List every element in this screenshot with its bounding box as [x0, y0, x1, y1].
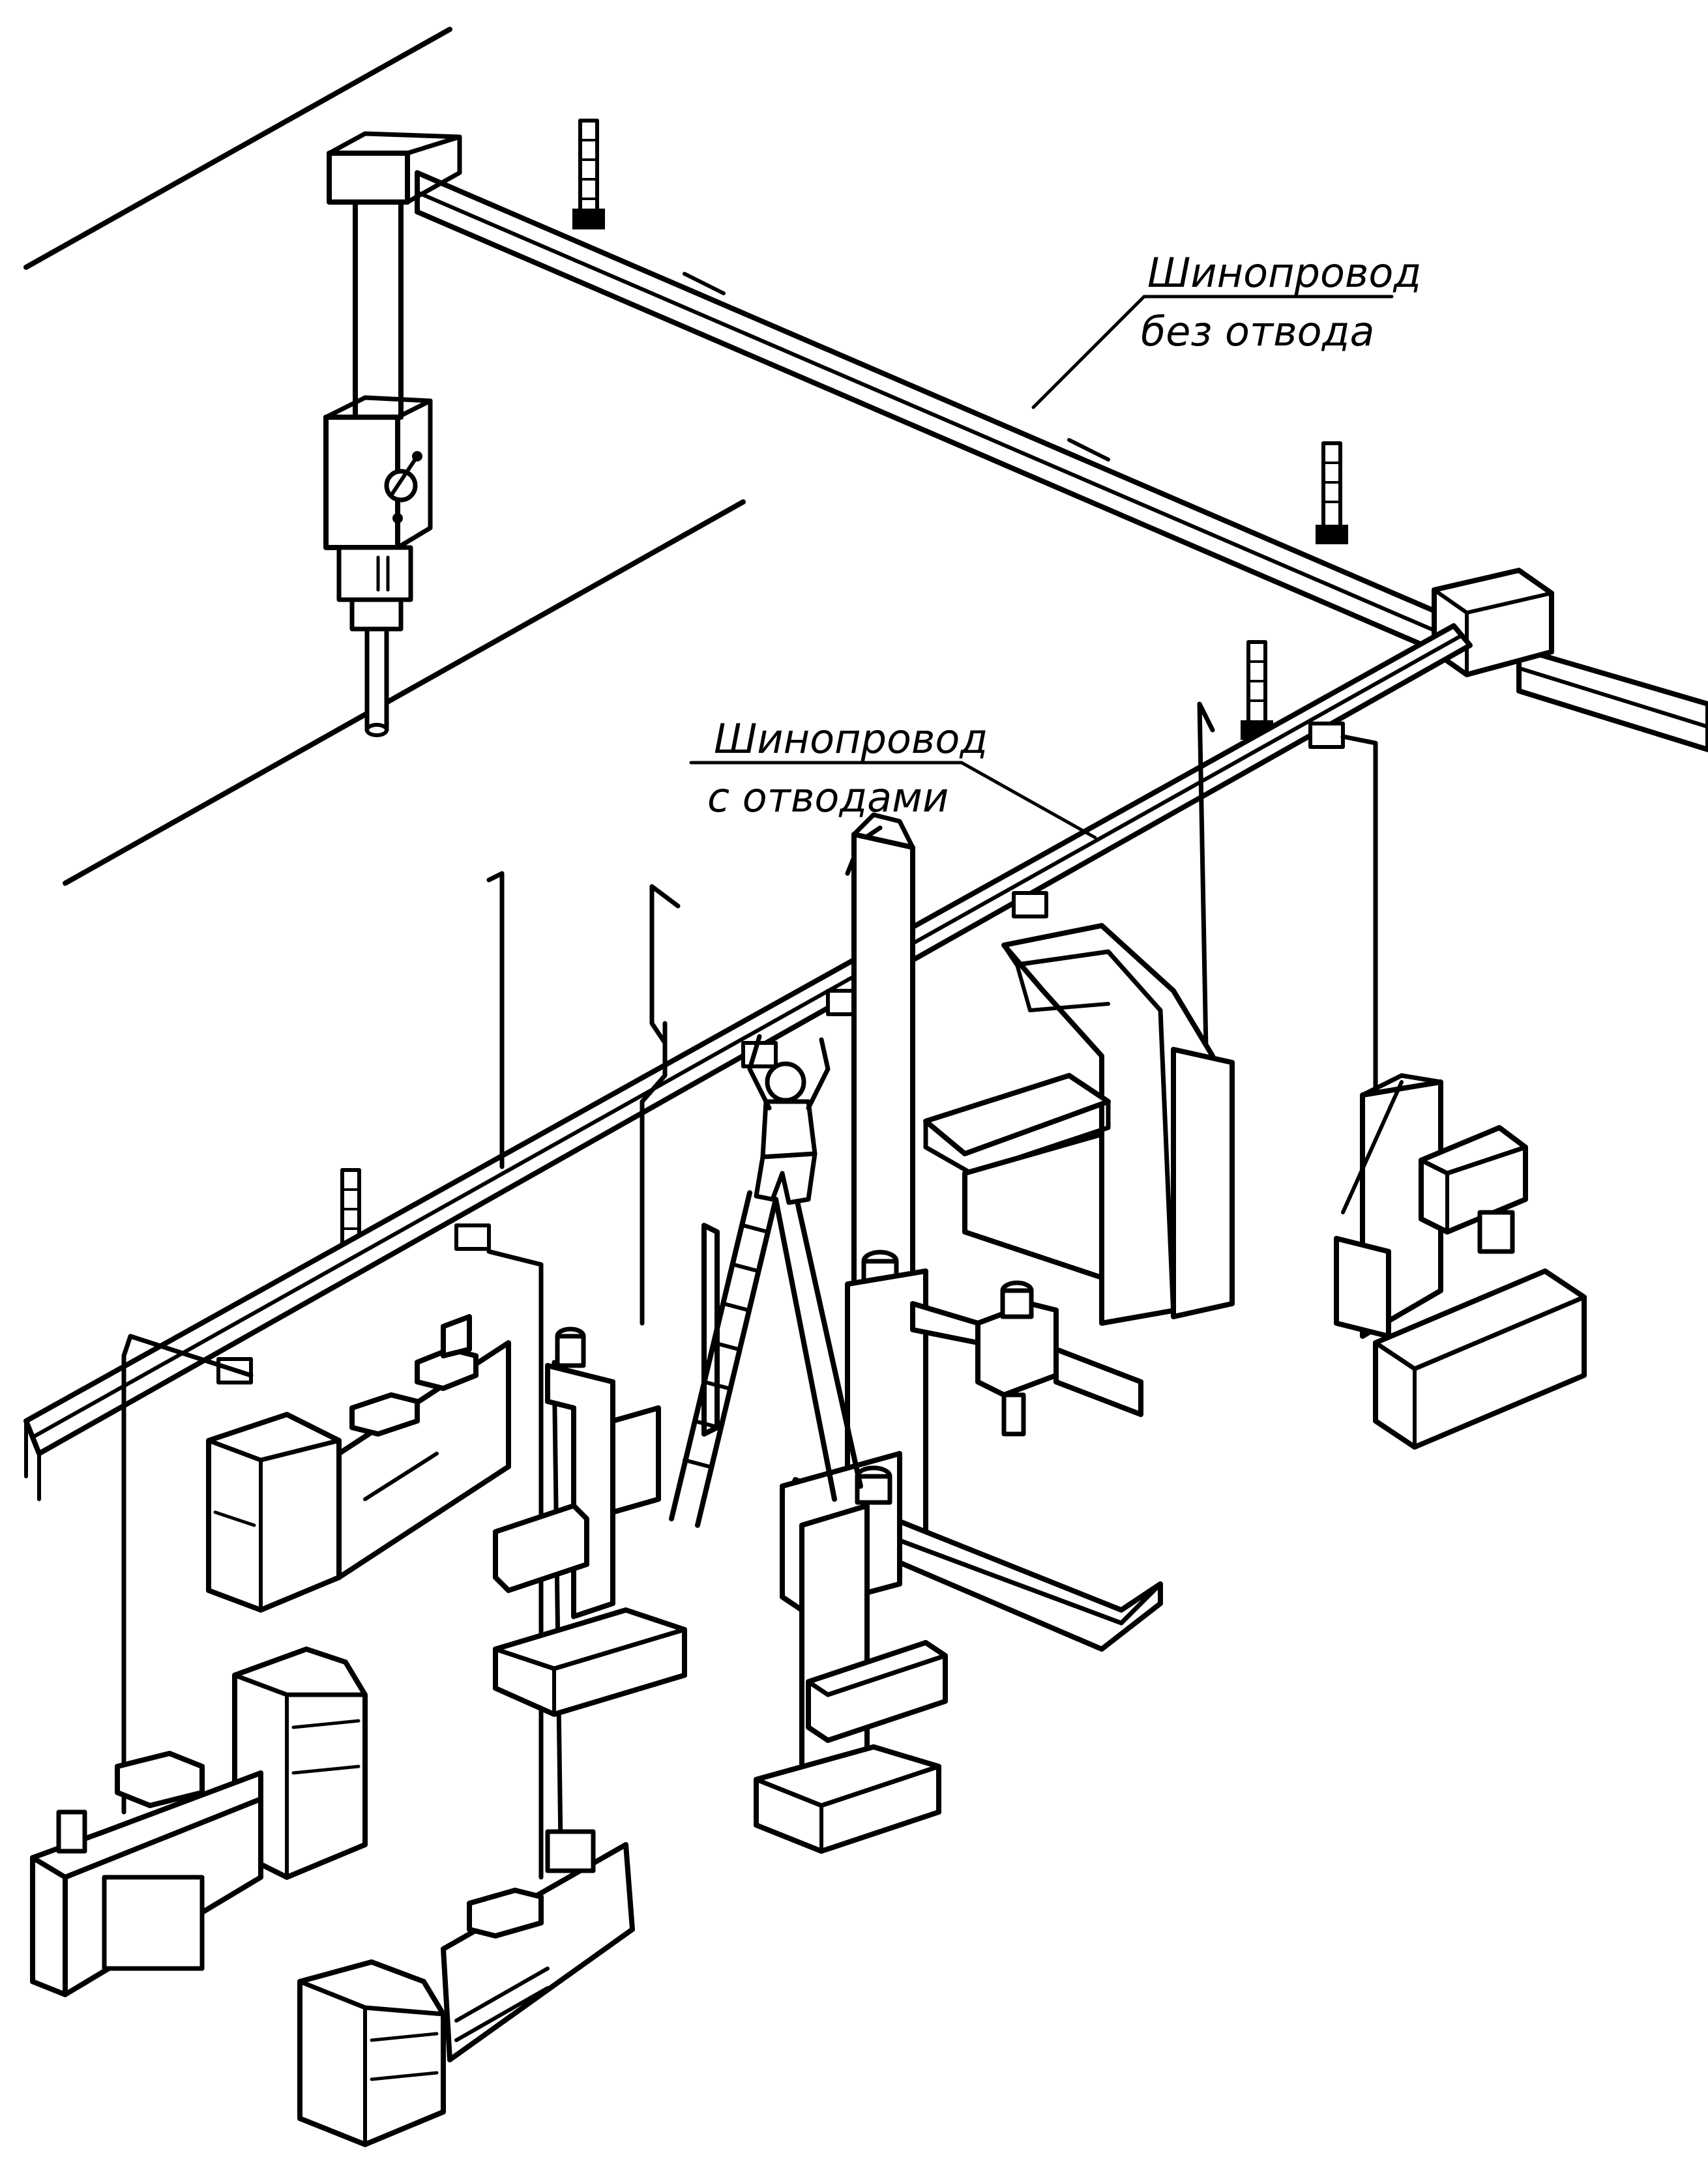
machine-column-drill	[493, 1326, 687, 1717]
hanger-3	[1241, 640, 1273, 740]
label-busway-with-taps-line2: с отводами	[707, 774, 949, 821]
machine-frame-mill	[851, 812, 1235, 1326]
hanger-2	[1316, 441, 1348, 544]
machine-lathe-2	[30, 1646, 368, 1997]
label-busway-without-taps: Шинопровод без отвода	[1031, 249, 1421, 409]
label-busway-with-taps: Шинопровод с отводами	[689, 715, 1097, 840]
machine-lathe-1	[206, 1314, 511, 1613]
ceiling-lines	[23, 27, 746, 886]
vertical-busway	[323, 131, 462, 737]
machine-radial-drill	[701, 1223, 1163, 1652]
machine-drill-press	[754, 1451, 948, 1854]
machine-vertical-mill	[1334, 1073, 1587, 1450]
worker-on-ladder	[669, 1034, 863, 1528]
label-busway-with-taps-line1: Шинопровод	[714, 715, 988, 763]
machine-lathe-3	[297, 1829, 635, 2147]
main-busway	[415, 170, 1708, 752]
label-busway-without-taps-line1: Шинопровод	[1147, 249, 1421, 297]
label-busway-without-taps-line2: без отвода	[1141, 308, 1374, 355]
hanger-1	[572, 119, 605, 229]
